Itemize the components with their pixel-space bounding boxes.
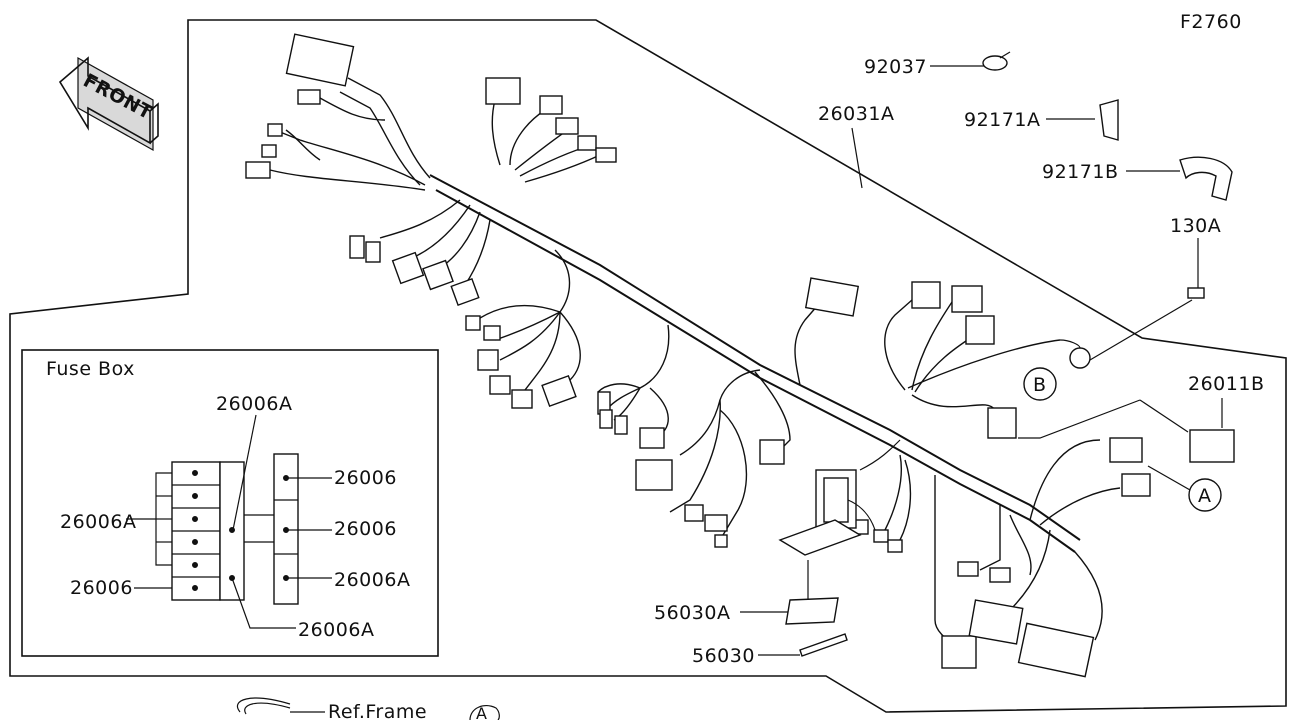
ref-marker-a: A (1147, 465, 1222, 512)
callout-26011B: 26011B (1018, 373, 1264, 463)
callout-92037: 92037 (864, 51, 1011, 78)
callout-26031A: 26031A (818, 103, 894, 189)
fuse-box-label-left-26006: 26006 (70, 577, 133, 599)
ref-marker-b: B (1023, 367, 1057, 401)
callout-92171B: 92171B (1042, 156, 1233, 201)
right-lower-branch-connectors (849, 437, 1151, 678)
fuse-box-label-right-bottom-26006a: 26006A (334, 569, 410, 591)
fuse-box-right-fuse-stack (244, 453, 299, 605)
reference-frame-outline (9, 19, 1287, 713)
callout-56030-label: 56030 (692, 645, 755, 667)
mid-branch-connectors (597, 277, 860, 548)
fuse-box-title: Fuse Box (46, 358, 135, 380)
callout-92171A: 92171A (964, 99, 1119, 141)
callout-130A-label: 130A (1170, 215, 1221, 237)
legend-ref-frame-label: Ref.Frame (328, 701, 427, 720)
main-harness-trunk (429, 174, 1081, 553)
fuse-box-label-left-26006a: 26006A (60, 511, 136, 533)
fuse-box-label-right-top-26006: 26006 (334, 467, 397, 489)
callout-56030A: 56030A (654, 560, 839, 625)
fuse-box-label-top-26006a: 26006A (216, 393, 292, 415)
callout-26011B-label: 26011B (1188, 373, 1264, 395)
ref-marker-b-label: B (1033, 374, 1047, 396)
fuse-relay-block (778, 439, 901, 556)
fuse-box-inset: Fuse Box (21, 349, 439, 657)
fuse-box-label-right-mid-26006: 26006 (334, 518, 397, 540)
mid-left-branch-connectors (349, 199, 581, 409)
callout-56030: 56030 (692, 633, 848, 667)
ref-marker-a-label: A (1198, 485, 1212, 507)
callout-26031A-label: 26031A (818, 103, 894, 125)
figure-id: F2760 (1180, 11, 1242, 33)
upper-right-branch (485, 77, 617, 183)
legend-marker-a: A (469, 704, 500, 720)
upper-left-branch (245, 33, 431, 191)
legend-ref-frame: Ref.Frame (237, 697, 427, 720)
legend-marker-a-label: A (476, 704, 487, 720)
front-direction-arrow: FRONT (58, 56, 159, 152)
callout-56030A-label: 56030A (654, 602, 730, 624)
callout-130A: 130A (1089, 215, 1221, 361)
callout-92171B-label: 92171B (1042, 161, 1118, 183)
callout-92171A-label: 92171A (964, 109, 1040, 131)
fuse-box-left-fuse-stack (155, 461, 245, 601)
callout-92037-label: 92037 (864, 56, 927, 78)
right-upper-branch-connectors (884, 281, 1091, 439)
fuse-box-label-bottom-26006a: 26006A (298, 619, 374, 641)
